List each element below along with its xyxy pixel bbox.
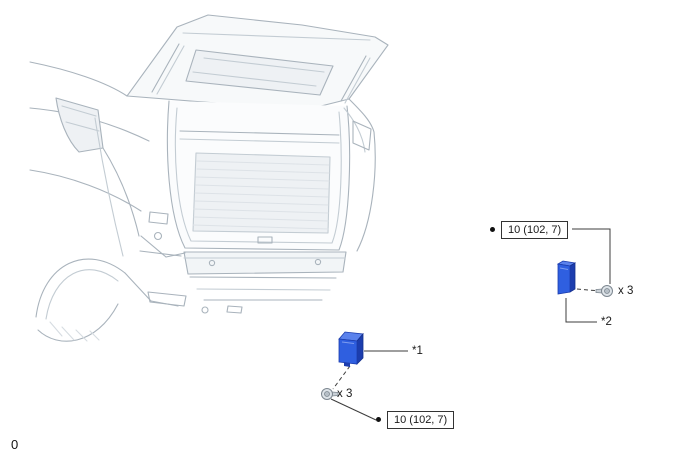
vehicle-rear-structure: [139, 98, 376, 314]
ecu-module-2: [556, 260, 577, 295]
vehicle-left-body: [29, 61, 186, 342]
callout-2-label: *2: [601, 316, 612, 328]
callout-1-label: *1: [412, 345, 423, 357]
torque-spec-1-box: 10 (102, 7): [387, 410, 455, 429]
bolt-icon-1: [321, 388, 339, 400]
vehicle-cargo-opening: [166, 100, 351, 251]
leader-lines: [330, 228, 611, 421]
bullet-icon: [376, 417, 381, 422]
vehicle-liftgate: [126, 14, 389, 111]
torque-spec-1: 10 (102, 7): [376, 410, 455, 429]
bolt-icon-2: [595, 285, 613, 297]
page-number: 0: [11, 437, 19, 452]
bullet-icon: [490, 227, 495, 232]
torque-spec-2: 10 (102, 7): [490, 220, 569, 239]
ecu-module-1: [338, 331, 364, 367]
torque-spec-2-box: 10 (102, 7): [501, 220, 569, 239]
bolt-count-1-label: x 3: [337, 388, 353, 400]
bolt-count-2-label: x 3: [618, 285, 634, 297]
